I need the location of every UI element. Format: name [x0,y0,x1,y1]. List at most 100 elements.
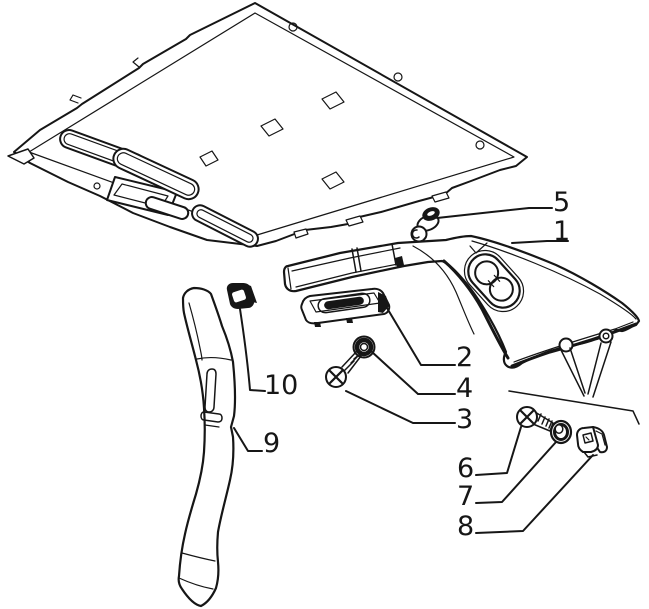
callout-1-leader [511,240,569,244]
rivet-tip-curl [411,229,420,239]
arm-bottom-ridge [295,263,399,288]
headliner-edge-notch-1 [69,94,82,104]
callout-1-label[interactable]: 1 [553,216,570,247]
callout-3-label[interactable]: 3 [456,404,473,435]
part-5-rivet [410,207,440,243]
belt-slot-outer [467,253,521,309]
clip8-foot [583,451,598,458]
headliner-edge-tab-b [345,215,364,227]
headliner-edge-tab-a [431,191,450,203]
callout-2[interactable]: 2 [386,307,473,373]
rivet-head-slot [427,211,435,216]
pillar-bottom-line-1 [181,552,216,562]
part-2-cover-pad [300,287,391,327]
callout-5[interactable]: 5 [436,187,570,219]
mounting-indicator-lines [508,341,640,425]
pad-slot-inner [324,296,364,310]
clip8-hole [582,432,594,444]
callout-7-label[interactable]: 7 [457,481,474,512]
pad-slot [317,292,371,314]
callout-10-label[interactable]: 10 [264,370,298,401]
headliner-panel [7,2,528,248]
sun-visor-right-body [112,147,200,201]
panel-bottom-edge-thick [510,322,638,368]
pillar-outline [177,286,237,608]
panel-stud-2 [598,328,614,344]
callout-9-label[interactable]: 9 [263,428,280,459]
sun-visor-right-inner [116,152,196,196]
part-9-pillar-trim [177,286,237,608]
part-1-trim-panel [282,234,641,369]
arm-band-2 [391,243,397,266]
screw3-cross [328,369,344,385]
callout-5-label[interactable]: 5 [553,187,570,218]
washer4-ring [354,337,374,357]
headliner-corner-tab [7,148,35,165]
panel-belt-slot [463,249,525,313]
pad-foot-1 [314,322,321,327]
callout-8[interactable]: 8 [457,454,594,542]
callout-9[interactable]: 9 [233,427,280,459]
callout-7[interactable]: 7 [457,441,557,512]
washer4-hole [359,342,369,352]
panel-neck-edge-thick [442,259,510,360]
callout-4[interactable]: 4 [371,351,473,404]
clip8-hole-tick [585,436,590,441]
belt-slot-bridge [487,274,501,288]
grab-handle-front-body [144,196,190,220]
clip8-fold-line [595,430,606,446]
part-10-clip [226,283,257,309]
callout-1[interactable]: 1 [511,216,570,247]
part-8-spring-clip [576,426,608,458]
rivet-tip [410,225,428,243]
pillar-inner-left-line [188,302,203,361]
callout-10[interactable]: 10 [239,308,298,401]
headliner-slot-2 [260,118,284,137]
panel-neck-inner-line [412,245,475,335]
callout-6-label[interactable]: 6 [457,453,474,484]
grab-handle-rear-inner [196,209,254,243]
arm-band-1 [351,247,362,273]
callout-6[interactable]: 6 [457,426,522,484]
headliner-hole-4 [93,182,101,190]
part-4-washer [352,335,376,359]
belt-slot-outer2 [463,249,525,313]
grab-handle-front [144,196,190,220]
indicator-long-line [508,390,640,425]
belt-slot-lobe-2 [488,276,514,302]
pillar-slot-tick [204,424,220,428]
pillar-step-line [196,357,232,361]
callout-6-leader [475,426,522,476]
callout-2-label[interactable]: 2 [456,342,473,373]
clip8-plate [576,426,599,453]
rivet-tip-shade [422,228,427,239]
callout-3[interactable]: 3 [345,390,473,435]
washer7-ring [553,423,569,441]
washer7-hole [554,424,564,434]
callout-9-leader [233,427,263,452]
headliner-outline [13,2,528,247]
part-6-screw [516,406,554,432]
part-7-washer [549,419,573,445]
part-3-screw [325,350,362,388]
callout-4-leader [371,351,456,395]
callout-5-leader [436,207,553,219]
arm-top-ridge [291,247,401,272]
headliner-slot-1 [321,91,345,110]
arm-left-cap-line [287,267,292,290]
indicator-wedge-left [560,347,586,397]
pad-foot-2 [346,318,353,323]
headliner-hole-3 [475,140,485,150]
callout-4-label[interactable]: 4 [456,373,473,404]
arm-end-shade [395,256,404,267]
panel-top-inner-line [471,240,637,320]
panel-stud-1 [558,337,574,353]
callout-8-label[interactable]: 8 [457,511,474,542]
sun-visor-right [112,147,200,201]
screw3-threads [343,353,361,372]
screw3-shaft [341,350,362,374]
callout-7-leader [475,441,557,504]
clip10-slot [235,293,243,299]
